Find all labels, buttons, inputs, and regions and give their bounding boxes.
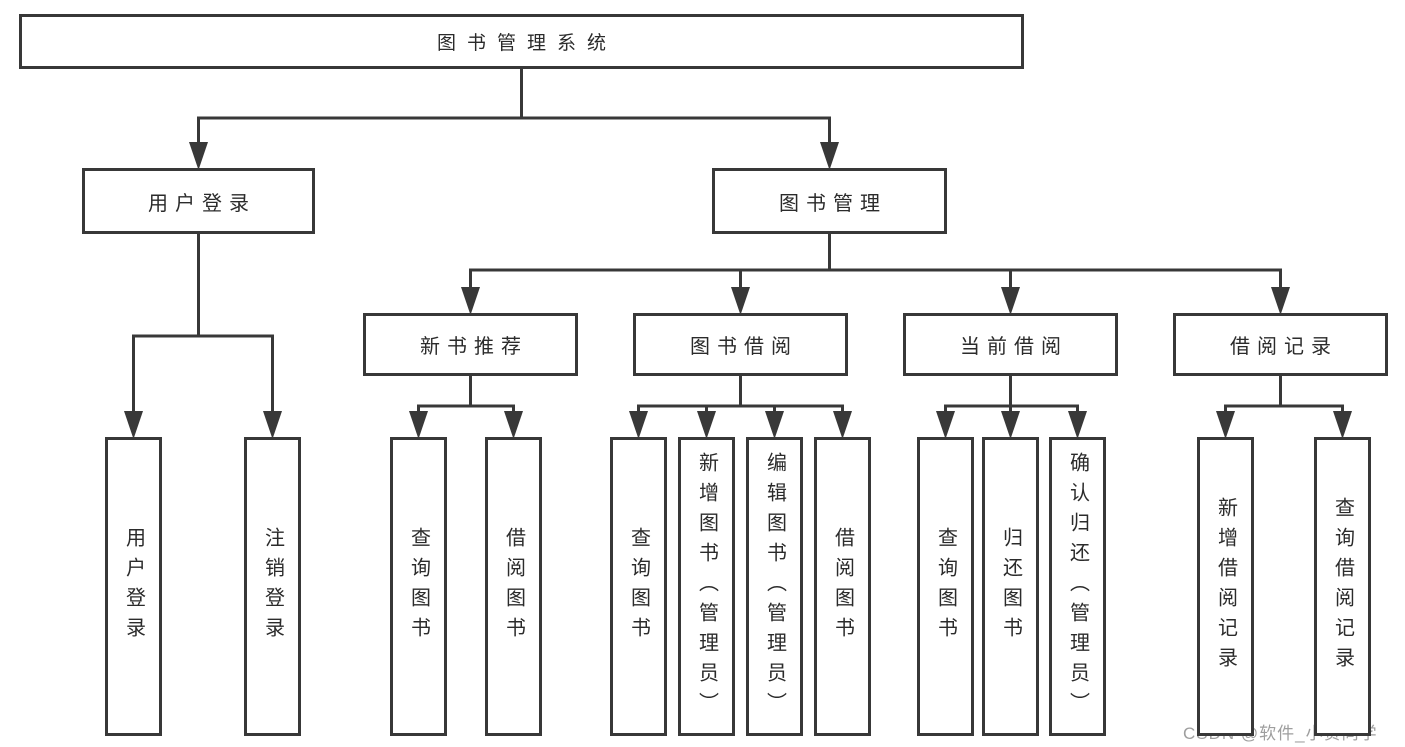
node-current-borrow: 当前借阅 [903, 313, 1118, 376]
leaf-query-borrow-record-label: 查询借阅记录 [1331, 496, 1354, 677]
leaf-borrow-book: 借阅图书 [814, 437, 871, 736]
node-new-book-recommend: 新书推荐 [363, 313, 578, 376]
leaf-borrow-book-recommend-label: 借阅图书 [502, 526, 525, 647]
leaf-confirm-return-admin-label: 确认归还（管理员） [1066, 451, 1089, 722]
leaf-add-book-admin-label: 新增图书（管理员） [695, 451, 718, 722]
leaf-query-borrow-record: 查询借阅记录 [1314, 437, 1371, 736]
leaf-return-book: 归还图书 [982, 437, 1039, 736]
connector-current-borrow-to-leaves [936, 374, 1087, 439]
leaf-query-book-current-label: 查询图书 [934, 526, 957, 647]
node-book-borrow: 图书借阅 [633, 313, 848, 376]
leaf-query-book-borrow-label: 查询图书 [627, 526, 650, 647]
leaf-borrow-book-recommend: 借阅图书 [485, 437, 542, 736]
node-book-management: 图书管理 [712, 168, 947, 234]
leaf-confirm-return-admin: 确认归还（管理员） [1049, 437, 1106, 736]
connector-user-login-to-leaves [124, 231, 282, 439]
leaf-borrow-book-label: 借阅图书 [831, 526, 854, 647]
leaf-edit-book-admin: 编辑图书（管理员） [746, 437, 803, 736]
node-root-system: 图书管理系统 [19, 14, 1024, 69]
leaf-return-book-label: 归还图书 [999, 526, 1022, 647]
connector-borrow-record-to-leaves [1216, 374, 1352, 439]
leaf-add-borrow-record-label: 新增借阅记录 [1214, 496, 1237, 677]
leaf-edit-book-admin-label: 编辑图书（管理员） [763, 451, 786, 722]
leaf-query-book-current: 查询图书 [917, 437, 974, 736]
node-borrow-record: 借阅记录 [1173, 313, 1388, 376]
connector-new-book-to-leaves [409, 374, 523, 439]
leaf-query-book-recommend: 查询图书 [390, 437, 447, 736]
connector-root-to-level2 [189, 66, 839, 170]
connector-book-management-to-sections [461, 231, 1290, 315]
connector-book-borrow-to-leaves [629, 374, 852, 439]
leaf-logout-label: 注销登录 [261, 526, 284, 647]
leaf-user-login-label: 用户登录 [122, 526, 145, 647]
leaf-logout: 注销登录 [244, 437, 301, 736]
leaf-add-book-admin: 新增图书（管理员） [678, 437, 735, 736]
leaf-user-login: 用户登录 [105, 437, 162, 736]
leaf-query-book-recommend-label: 查询图书 [407, 526, 430, 647]
leaf-query-book-borrow: 查询图书 [610, 437, 667, 736]
leaf-add-borrow-record: 新增借阅记录 [1197, 437, 1254, 736]
node-user-login: 用户登录 [82, 168, 315, 234]
